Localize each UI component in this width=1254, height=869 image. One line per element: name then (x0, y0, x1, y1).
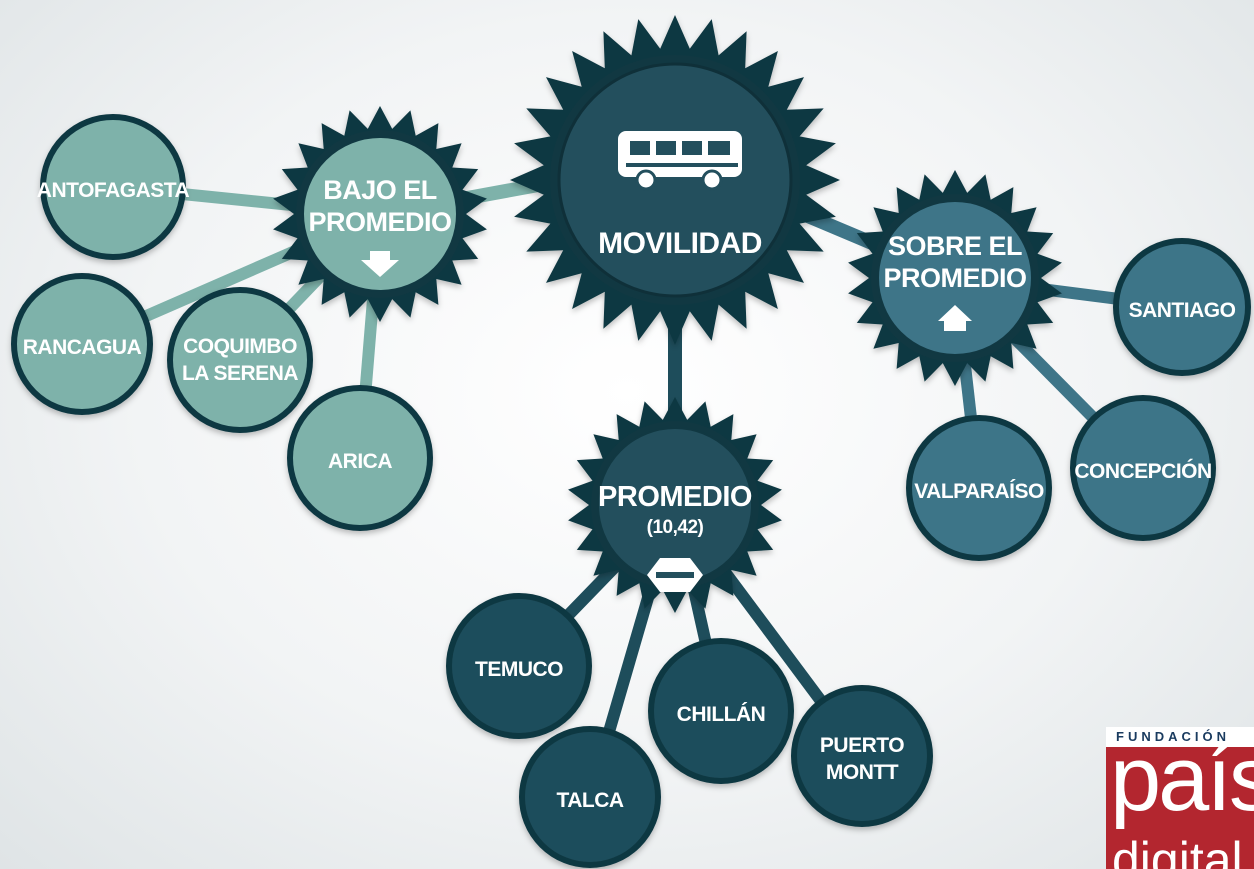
arrow-up-icon (938, 305, 972, 331)
city-valparaiso: VALPARAÍSO (906, 415, 1052, 561)
hub-bajo-el-promedio: BAJO EL PROMEDIO (273, 106, 487, 322)
logo-fundacion-text: FUNDACIÓN (1106, 727, 1254, 747)
city-antofagasta-label: ANTOFAGASTA (37, 179, 190, 202)
promedio-value: (10,42) (647, 517, 704, 538)
arrow-down-icon (361, 251, 399, 277)
city-antofagasta: ANTOFAGASTA (37, 114, 190, 260)
city-santiago-label: SANTIAGO (1129, 299, 1236, 322)
city-puerto-montt-label-line1: PUERTO (820, 734, 904, 757)
promedio-label: PROMEDIO (598, 481, 752, 513)
city-concepcion: CONCEPCIÓN (1070, 395, 1216, 541)
city-coquimbo-label-line1: COQUIMBO (183, 335, 297, 358)
hub-movilidad: MOVILIDAD (510, 15, 840, 345)
city-santiago: SANTIAGO (1113, 238, 1251, 376)
city-rancagua: RANCAGUA (11, 273, 153, 415)
bus-icon (618, 131, 742, 191)
equal-icon (647, 558, 703, 592)
city-puerto-montt-label-line2: MONTT (826, 761, 899, 784)
sobre-label-line2: PROMEDIO (883, 263, 1026, 293)
bajo-label-line1: BAJO EL (323, 175, 437, 205)
fundacion-pais-digital-logo: FUNDACIÓN país digital (1106, 727, 1254, 869)
hub-promedio: PROMEDIO (10,42) (568, 397, 782, 613)
city-coquimbo-la-serena: COQUIMBO LA SERENA (167, 287, 313, 433)
city-talca-label: TALCA (556, 789, 623, 812)
logo-digital-text: digital (1112, 832, 1243, 869)
city-temuco-label: TEMUCO (475, 658, 563, 681)
city-arica: ARICA (287, 385, 433, 531)
city-rancagua-label: RANCAGUA (23, 336, 142, 359)
city-arica-label: ARICA (328, 450, 392, 473)
logo-box: país digital (1106, 747, 1254, 869)
city-chillan-label: CHILLÁN (677, 703, 766, 726)
city-valparaiso-label: VALPARAÍSO (914, 480, 1044, 503)
city-concepcion-label: CONCEPCIÓN (1074, 459, 1211, 483)
city-coquimbo-label-line2: LA SERENA (182, 362, 298, 385)
bajo-label-line2: PROMEDIO (308, 207, 451, 237)
logo-pais-text: país (1110, 747, 1254, 830)
city-talca: TALCA (519, 726, 661, 868)
movilidad-label: MOVILIDAD (598, 227, 762, 260)
sobre-label-line1: SOBRE EL (888, 231, 1022, 261)
hub-sobre-el-promedio: SOBRE EL PROMEDIO (848, 170, 1062, 386)
city-chillan: CHILLÁN (648, 638, 794, 784)
city-temuco: TEMUCO (446, 593, 592, 739)
city-puerto-montt: PUERTO MONTT (791, 685, 933, 827)
